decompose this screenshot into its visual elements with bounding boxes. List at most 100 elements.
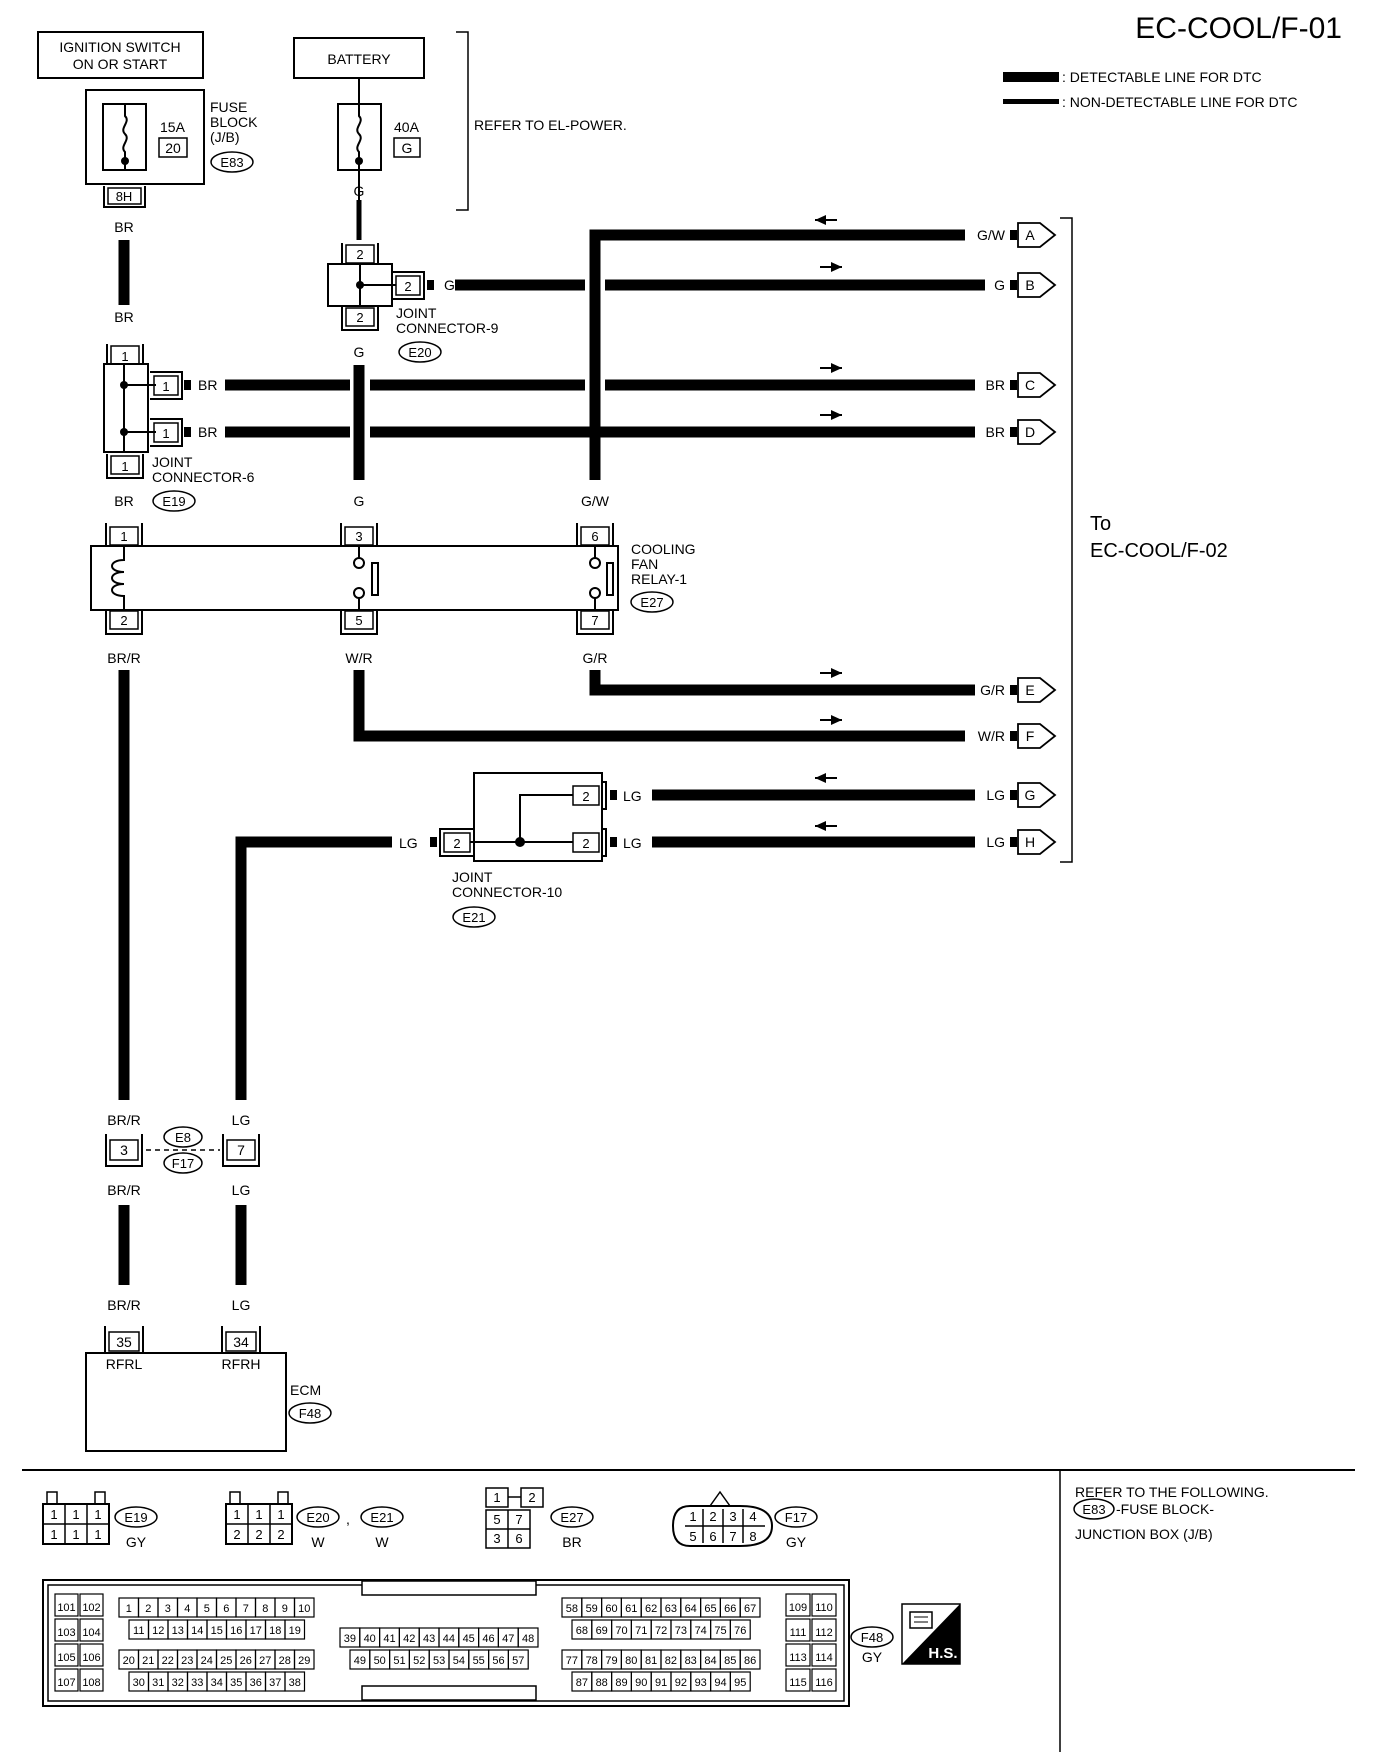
pin-label: 81 xyxy=(645,1655,657,1667)
relay-sw2-c2 xyxy=(589,587,601,599)
pin-label: 8 xyxy=(749,1529,756,1544)
pin-label: 1 xyxy=(493,1490,500,1505)
relay-t7-bracket xyxy=(576,610,614,635)
output-letter: A xyxy=(1025,227,1035,243)
legend-detectable: : DETECTABLE LINE FOR DTC xyxy=(1062,69,1262,85)
inline-p7-bracket xyxy=(222,1134,260,1167)
fuse-term: 8H xyxy=(116,189,133,204)
page-title: EC-COOL/F-01 xyxy=(1135,12,1342,45)
fuse-block-l3: (J/B) xyxy=(210,129,240,145)
to-label-1: To xyxy=(1090,513,1111,535)
arrow-f xyxy=(820,715,842,725)
e21-oval xyxy=(360,1506,404,1528)
relay-t6-box xyxy=(580,526,610,546)
jc6-pin-bottom xyxy=(110,455,140,475)
pin-label: 7 xyxy=(515,1512,522,1527)
pin-label: 1 xyxy=(277,1507,284,1522)
inline-p3-box xyxy=(109,1139,139,1161)
fuse-conn-oval xyxy=(210,151,254,173)
pin-label: 1 xyxy=(255,1507,262,1522)
pin-label: 112 xyxy=(815,1627,833,1639)
fuse-term-box xyxy=(107,187,142,205)
relay-l1: COOLING xyxy=(631,541,696,557)
relay-sw1-c2 xyxy=(353,587,365,599)
pin-label: 109 xyxy=(789,1602,807,1614)
pin-label: 23 xyxy=(181,1655,193,1667)
wire-lg-left-run xyxy=(235,836,392,1100)
output-stub xyxy=(1010,427,1017,437)
wire-lg-r1: LG xyxy=(623,788,642,804)
jc10-left-bracket xyxy=(439,828,474,857)
jc10-l1: JOINT xyxy=(452,869,493,885)
inline-p7: 7 xyxy=(237,1142,245,1158)
pin-label: 53 xyxy=(433,1655,445,1667)
relay-t1: 1 xyxy=(120,529,127,544)
jc9-side-stub xyxy=(427,280,434,290)
relay-t3: 3 xyxy=(355,529,362,544)
e19-label: E19 xyxy=(124,1510,147,1525)
pin-label: 89 xyxy=(615,1677,627,1689)
pin-cell xyxy=(54,1668,79,1692)
jc6-side2-stub xyxy=(184,427,191,437)
pin-label: 6 xyxy=(223,1603,229,1615)
output-letter: E xyxy=(1025,682,1034,698)
pin-label: 55 xyxy=(473,1655,485,1667)
pin-label: 29 xyxy=(298,1655,310,1667)
pin-label: 58 xyxy=(566,1603,578,1615)
wire-g-2: G xyxy=(354,344,365,360)
pin-label: 73 xyxy=(675,1625,687,1637)
pin-cell xyxy=(507,1649,529,1670)
pin-label: 103 xyxy=(57,1627,75,1639)
pin-label: 21 xyxy=(142,1655,154,1667)
output-letter: G xyxy=(1025,787,1036,803)
jc6-top: 1 xyxy=(121,349,128,364)
battery-label: BATTERY xyxy=(327,51,391,67)
pin-cell xyxy=(54,1643,79,1667)
jc6-side1-stub xyxy=(184,380,191,390)
pin-label: 36 xyxy=(250,1677,262,1689)
pin-label: 32 xyxy=(172,1677,184,1689)
jc10-left-stub xyxy=(430,837,437,847)
pin-label: 87 xyxy=(576,1677,588,1689)
e27-oval xyxy=(550,1506,594,1528)
pin-label: 69 xyxy=(596,1625,608,1637)
hs-label: H.S. xyxy=(928,1645,957,1662)
arrow-a xyxy=(815,215,837,225)
jc9-l2: CONNECTOR-9 xyxy=(396,320,499,336)
wire-brr-2: BR/R xyxy=(107,1112,140,1128)
pin-cell xyxy=(811,1593,837,1617)
relay-t5-bracket xyxy=(340,610,378,635)
pin-cell xyxy=(293,1597,315,1618)
ecm-body xyxy=(85,1352,287,1452)
f48-connector-face xyxy=(42,1579,850,1707)
e27-color: BR xyxy=(562,1534,581,1550)
jc6-dot1 xyxy=(120,381,128,389)
legend-non-detectable: : NON-DETECTABLE LINE FOR DTC xyxy=(1062,94,1297,110)
pin-label: 86 xyxy=(744,1655,756,1667)
jc6-bottom: 1 xyxy=(121,459,128,474)
output-wire-color-b: G xyxy=(994,277,1005,293)
pin-label: 94 xyxy=(714,1677,726,1689)
pin-label: 5 xyxy=(204,1603,210,1615)
output-wire-color-e: G/R xyxy=(980,682,1005,698)
pin-label: 51 xyxy=(393,1655,405,1667)
pin-label: 105 xyxy=(57,1652,75,1664)
pin-label: 7 xyxy=(243,1603,249,1615)
refer-junction-box: JUNCTION BOX (J/B) xyxy=(1075,1526,1213,1542)
f48-oval xyxy=(850,1626,894,1648)
output-wire-color-h: LG xyxy=(986,834,1005,850)
refer-following: REFER TO THE FOLLOWING. xyxy=(1075,1484,1269,1500)
relay-t7-box xyxy=(580,610,610,630)
pin-label: 95 xyxy=(734,1677,746,1689)
jc6-conn-oval xyxy=(152,490,196,512)
ignition-line1: IGNITION SWITCH xyxy=(59,39,180,55)
output-flag xyxy=(1017,829,1057,855)
pin-label: 93 xyxy=(695,1677,707,1689)
relay-sw2-c1 xyxy=(589,557,601,569)
jc9-pin-bottom-box xyxy=(345,307,375,327)
jc10-r2-stub xyxy=(610,837,617,847)
